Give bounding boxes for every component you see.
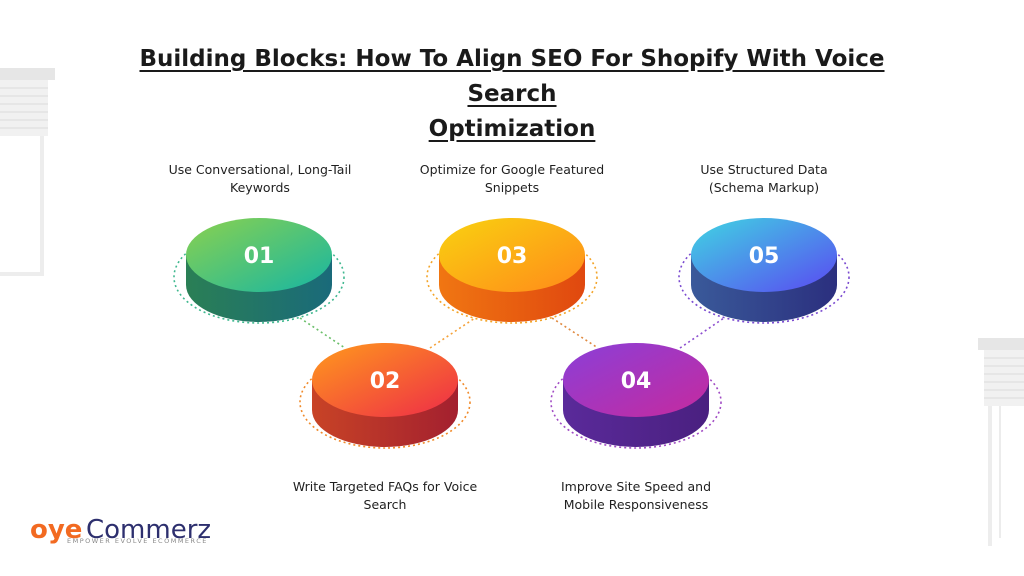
step-number-05: 05 <box>749 244 780 269</box>
step-disc-04: 04 <box>551 343 721 448</box>
logo-tagline: EMPOWER EVOLVE ECOMMERCE <box>67 537 208 545</box>
step-disc-02: 02 <box>300 343 470 448</box>
step-disc-01: 01 <box>174 218 344 323</box>
step-disc-03: 03 <box>427 218 597 323</box>
oyecommerz-logo: oye Commerz <box>30 512 220 552</box>
step-number-01: 01 <box>244 244 275 269</box>
step-number-03: 03 <box>497 244 528 269</box>
step-disc-05: 05 <box>679 218 849 323</box>
step-number-02: 02 <box>370 369 401 394</box>
step-number-04: 04 <box>621 369 652 394</box>
